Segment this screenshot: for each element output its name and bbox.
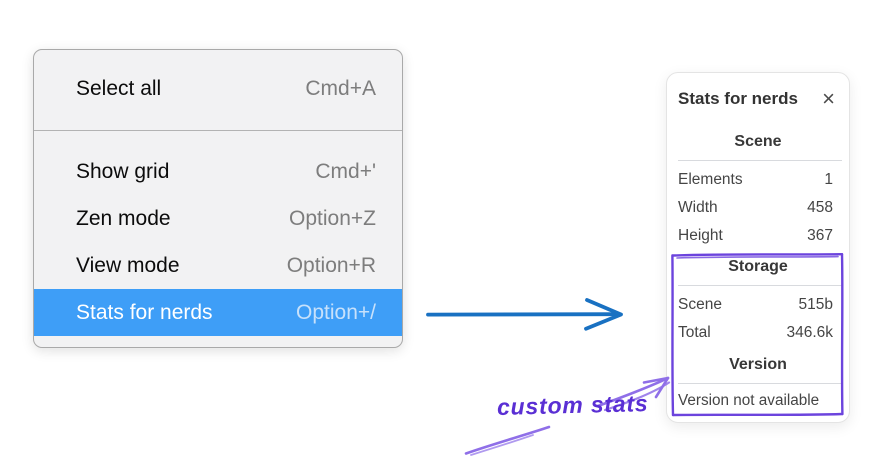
menu-item-view-mode[interactable]: View mode Option+R [34, 242, 402, 289]
menu-item-shortcut: Option+R [286, 253, 376, 277]
divider [678, 160, 842, 161]
stat-row-elements: Elements 1 [667, 166, 849, 194]
menu-item-stats-for-nerds[interactable]: Stats for nerds Option+/ [34, 289, 402, 336]
stat-label: Elements [678, 171, 743, 188]
menu-section-top: Select all Cmd+A [34, 50, 402, 112]
stat-label: Scene [678, 296, 722, 313]
stat-value: 458 [807, 199, 833, 216]
menu-item-label: Select all [76, 76, 162, 100]
stat-label: Total [678, 324, 711, 341]
menu-item-label: Show grid [76, 159, 170, 183]
menu-item-shortcut: Option+Z [289, 206, 376, 230]
section-heading-scene: Scene [734, 133, 782, 150]
menu-item-select-all[interactable]: Select all Cmd+A [34, 65, 402, 112]
stat-value: 1 [824, 171, 833, 188]
menu-section-bottom: Show grid Cmd+' Zen mode Option+Z View m… [34, 131, 402, 336]
context-menu: Select all Cmd+A Show grid Cmd+' Zen mod… [33, 49, 403, 348]
divider [678, 383, 842, 384]
menu-item-label: Zen mode [76, 206, 171, 230]
menu-item-show-grid[interactable]: Show grid Cmd+' [34, 148, 402, 195]
menu-item-shortcut: Cmd+A [305, 76, 376, 100]
stat-value: 346.6k [786, 324, 833, 341]
scene-rows: Elements 1 Width 458 Height 367 [667, 161, 849, 250]
blue-arrow-icon [426, 298, 623, 331]
menu-item-shortcut: Cmd+' [315, 159, 376, 183]
storage-rows: Scene 515b Total 346.6k [667, 286, 849, 347]
divider [678, 285, 842, 286]
section-heading-version: Version [729, 356, 787, 373]
stat-row-scene-storage: Scene 515b [667, 291, 849, 319]
stats-panel: Stats for nerds × Scene Elements 1 Width… [666, 72, 850, 423]
stat-value: 367 [807, 227, 833, 244]
version-note: Version not available [678, 392, 820, 409]
close-icon[interactable]: × [822, 86, 835, 111]
menu-item-label: View mode [76, 253, 180, 277]
stat-value: 515b [798, 296, 833, 313]
custom-stats-annotation: custom stats [496, 390, 649, 420]
section-heading-storage: Storage [728, 258, 788, 275]
stat-label: Width [678, 199, 718, 216]
menu-item-label: Stats for nerds [76, 300, 213, 324]
stats-panel-header: Stats for nerds × [667, 73, 849, 111]
menu-item-shortcut: Option+/ [296, 300, 376, 324]
stat-row-height: Height 367 [667, 222, 849, 250]
stat-label: Height [678, 227, 723, 244]
stat-row-total-storage: Total 346.6k [667, 319, 849, 347]
stats-panel-title: Stats for nerds [678, 89, 798, 108]
menu-item-zen-mode[interactable]: Zen mode Option+Z [34, 195, 402, 242]
menu-divider [34, 130, 402, 131]
stat-row-width: Width 458 [667, 194, 849, 222]
